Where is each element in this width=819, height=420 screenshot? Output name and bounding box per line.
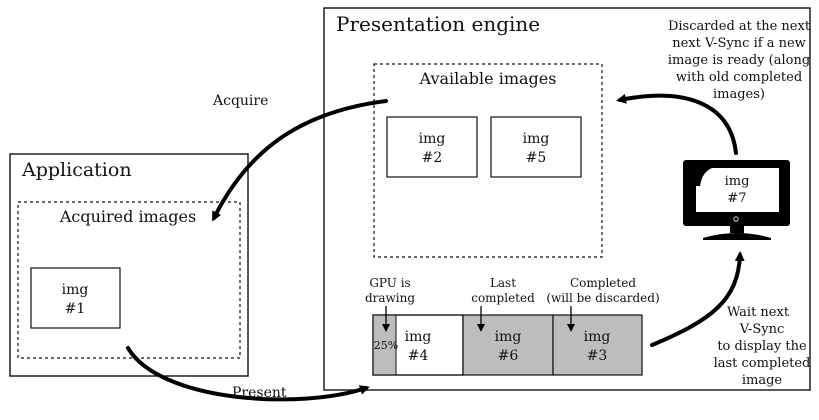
discard-label-line1: Completed [570, 276, 636, 290]
discarded-note-line5: images) [713, 87, 765, 102]
acquired-image-1 [30, 267, 121, 329]
gpu-progress-fill [373, 315, 396, 375]
available-image-2 [386, 116, 478, 178]
presentation-queue: 25% img #4 img #6 img #3 [372, 314, 643, 376]
monitor-stand [703, 233, 771, 240]
display-arrow [650, 251, 745, 347]
acquired-images-label: Acquired images [59, 207, 196, 226]
available-image-5 [490, 116, 582, 178]
acquire-label: Acquire [212, 93, 268, 109]
monitor-image-7-line1: img [725, 174, 750, 189]
queue-image-3-line1: img [584, 329, 611, 345]
acquired-image-1-line2: #1 [65, 301, 86, 317]
available-image-5-line1: img [523, 131, 550, 147]
acquire-arrow [212, 99, 388, 222]
discarded-note-line4: with old completed [676, 70, 802, 85]
present-arrow [126, 346, 370, 402]
application-box [9, 153, 249, 377]
monitor-image-7-line2: #7 [727, 191, 746, 206]
available-image-2-line2: #2 [422, 150, 443, 166]
acquired-images-group [17, 201, 241, 359]
discarded-note-line1: Discarded at the next [668, 19, 811, 34]
queue-image-6-line2: #6 [498, 348, 519, 364]
discard-return-arrow [616, 93, 738, 155]
acquired-image-1-line1: img [62, 282, 89, 298]
monitor-icon: img #7 [683, 160, 790, 240]
monitor-image-7 [696, 168, 779, 212]
available-image-2-line1: img [419, 131, 446, 147]
application-title: Application [21, 159, 132, 181]
discarded-note-line3: image is ready (along [668, 53, 810, 68]
queue-slot-completed [552, 314, 643, 376]
wait-note-line1: Wait next [727, 305, 790, 320]
available-images-group [373, 63, 603, 258]
last-completed-label-line1: Last [490, 276, 516, 290]
monitor-neck [730, 226, 744, 233]
discarded-note-line2: next V-Sync if a new [672, 36, 806, 51]
discard-label-line2: (will be discarded) [546, 291, 659, 305]
queue-image-4-line1: img [405, 329, 432, 345]
presentation-engine-title: Presentation engine [336, 12, 540, 36]
gpu-drawing-label-line2: drawing [365, 291, 415, 305]
queue-image-4-line2: #4 [408, 348, 429, 364]
available-image-5-line2: #5 [526, 150, 547, 166]
available-images-label: Available images [419, 69, 557, 88]
monitor-glare [696, 168, 712, 186]
last-completed-label-line2: completed [471, 291, 535, 305]
wait-note-line3: to display the [717, 339, 807, 354]
queue-slot-last-completed [462, 314, 554, 376]
wait-note-line5: image [742, 373, 783, 388]
gpu-progress-label: 25% [374, 339, 398, 352]
queue-image-6-line1: img [495, 329, 522, 345]
queue-image-3-line2: #3 [587, 348, 608, 364]
wait-note-line4: last completed [714, 356, 811, 371]
wait-note-line2: V-Sync [739, 322, 785, 337]
gpu-drawing-label-line1: GPU is [369, 276, 410, 290]
present-label: Present [232, 385, 287, 401]
monitor-power-icon [733, 216, 739, 222]
